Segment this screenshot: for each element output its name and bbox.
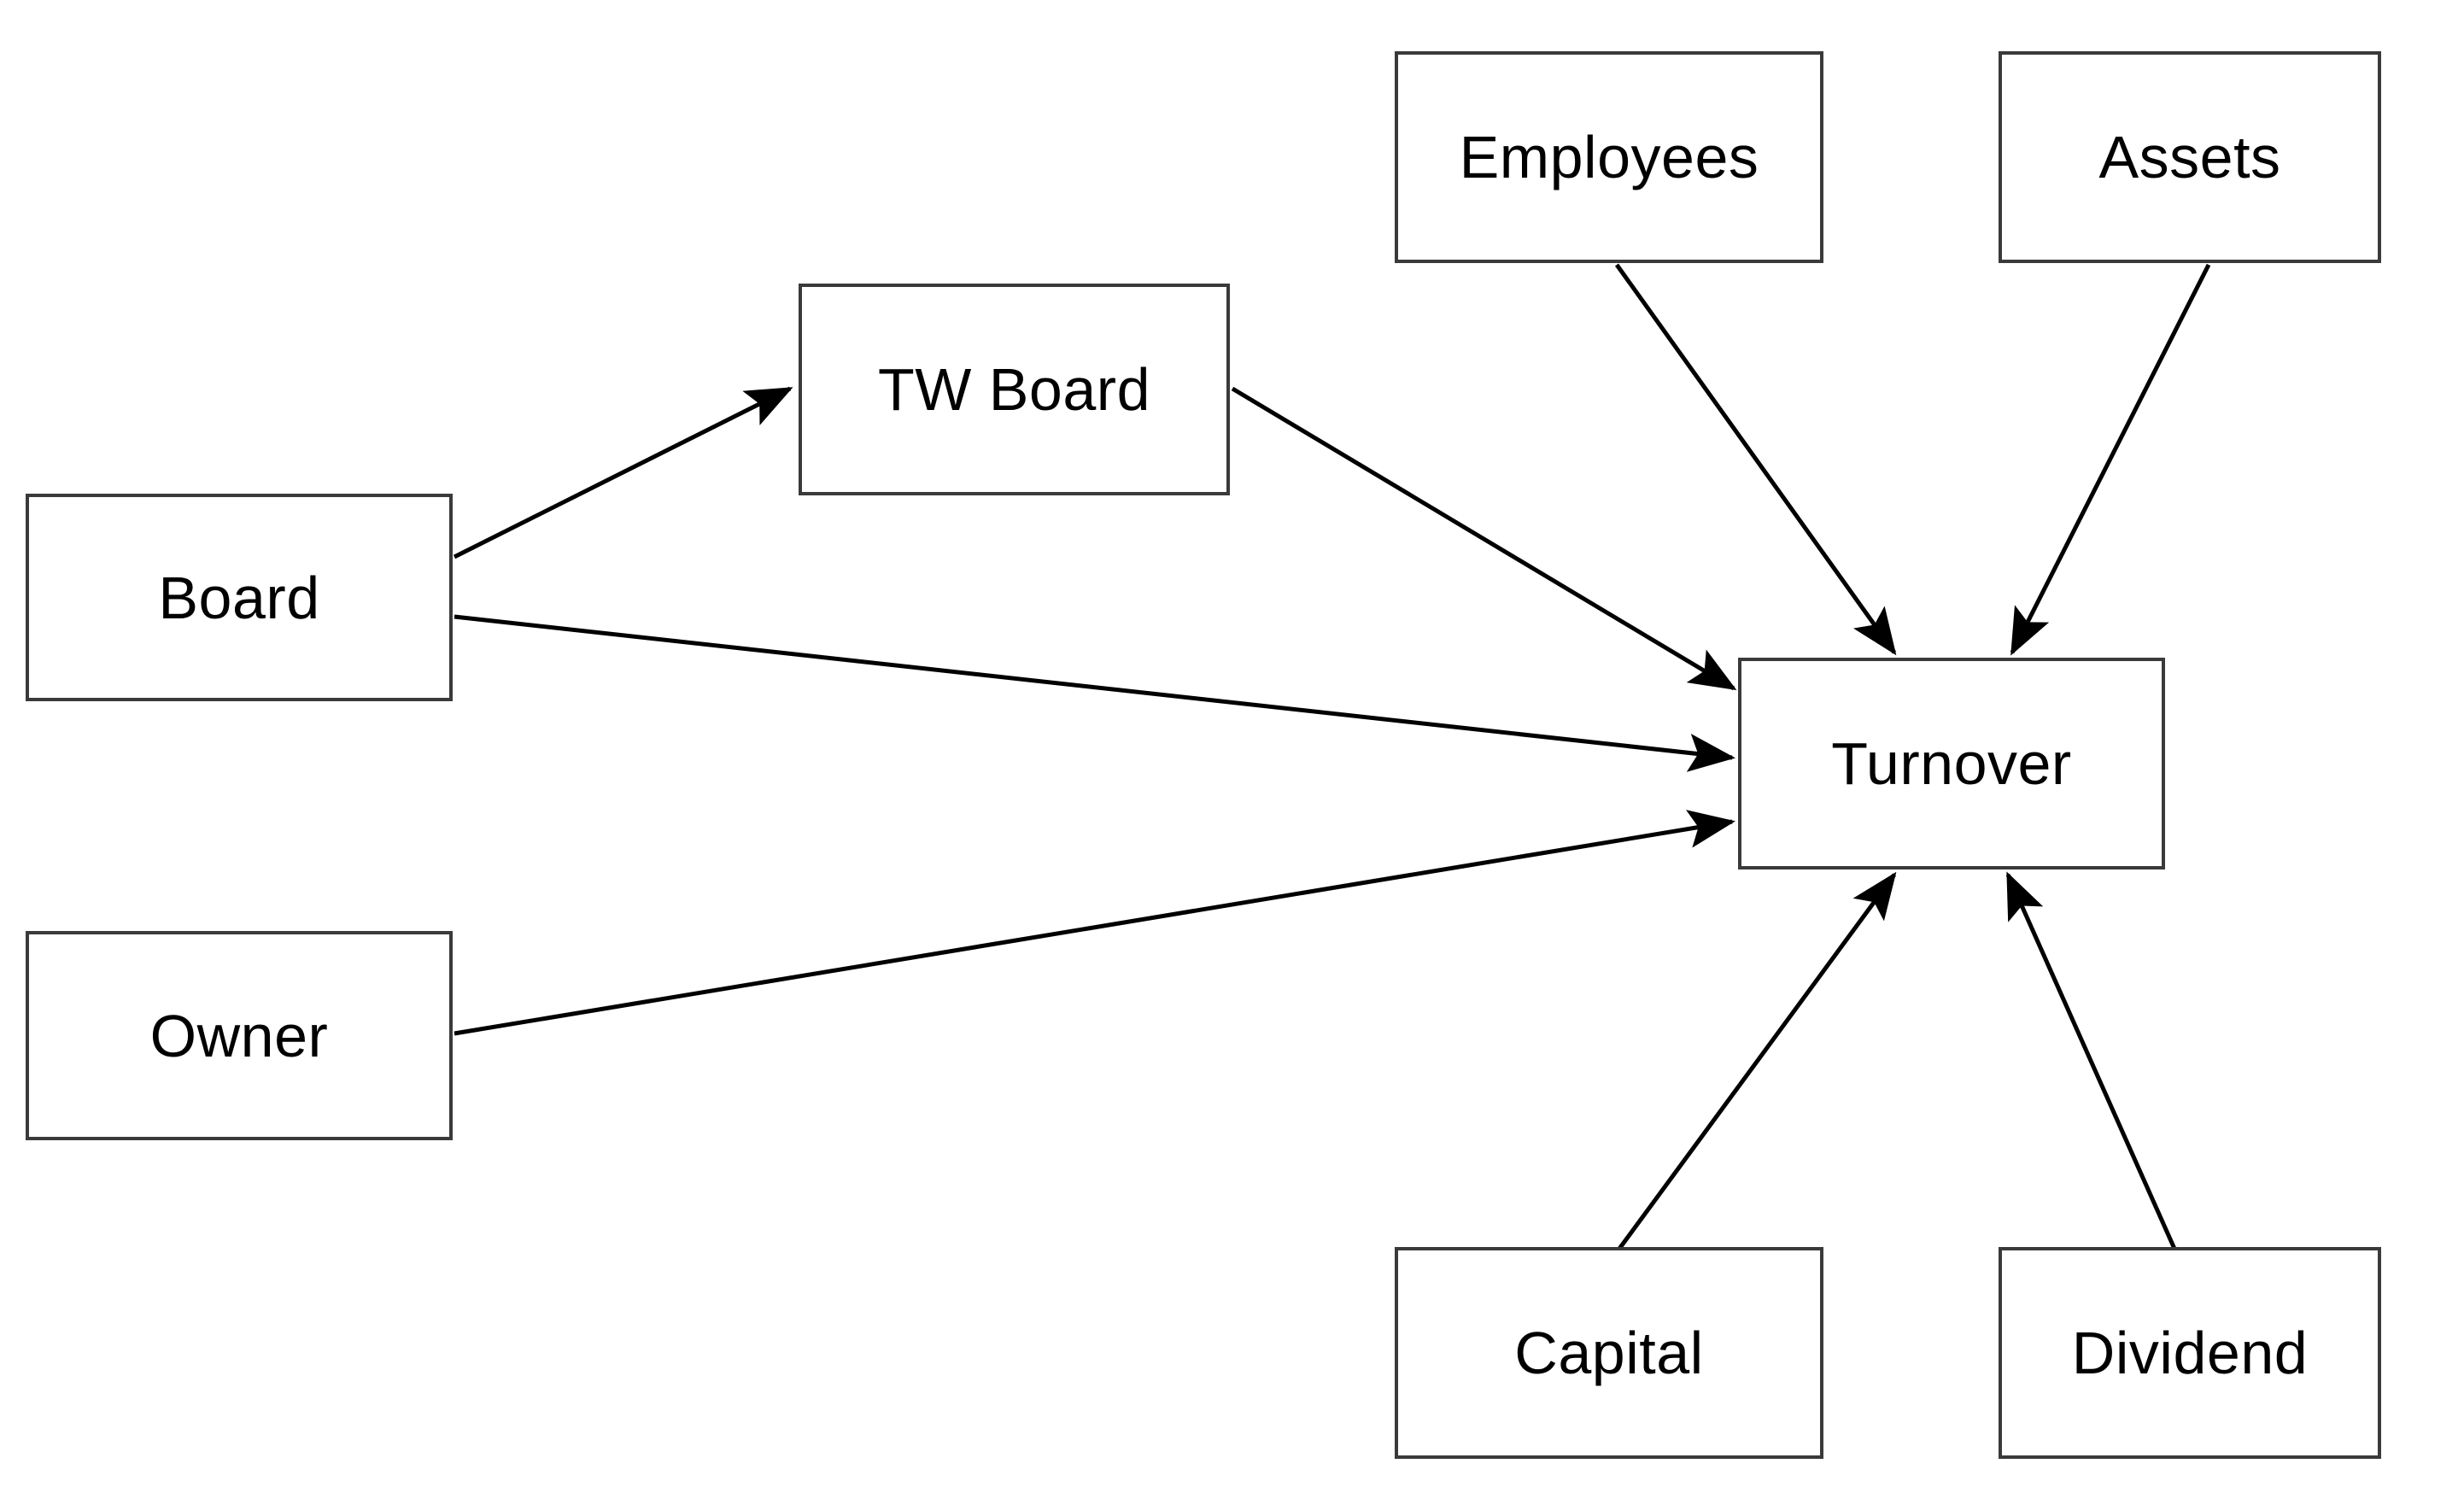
edge-board-to-tw-board xyxy=(453,386,793,559)
node-capital[interactable]: Capital xyxy=(1395,1247,1823,1459)
node-label-owner: Owner xyxy=(149,1002,329,1069)
node-label-assets: Assets xyxy=(2098,124,2281,190)
node-employees[interactable]: Employees xyxy=(1395,51,1823,263)
node-owner[interactable]: Owner xyxy=(26,931,453,1140)
node-dividend[interactable]: Dividend xyxy=(1999,1247,2381,1459)
edge-assets-to-turnover xyxy=(2010,263,2211,656)
edge-owner-to-turnover xyxy=(454,810,1735,1036)
node-label-employees: Employees xyxy=(1459,124,1759,190)
node-turnover[interactable]: Turnover xyxy=(1738,658,2165,869)
edge-dividend-to-turnover xyxy=(2005,871,2177,1250)
node-label-turnover: Turnover xyxy=(1831,730,2072,797)
node-assets[interactable]: Assets xyxy=(1999,51,2381,263)
node-label-capital: Capital xyxy=(1514,1320,1704,1386)
edge-board-to-turnover xyxy=(454,614,1735,772)
edge-capital-to-turnover xyxy=(1617,871,1897,1250)
edge-tw-board-to-turnover xyxy=(1231,386,1737,691)
node-label-tw-board: TW Board xyxy=(877,356,1151,423)
node-tw-board[interactable]: TW Board xyxy=(799,284,1230,495)
node-board[interactable]: Board xyxy=(26,494,453,701)
node-label-dividend: Dividend xyxy=(2071,1320,2309,1386)
edge-employees-to-turnover xyxy=(1614,263,1897,656)
node-label-board: Board xyxy=(158,564,320,631)
